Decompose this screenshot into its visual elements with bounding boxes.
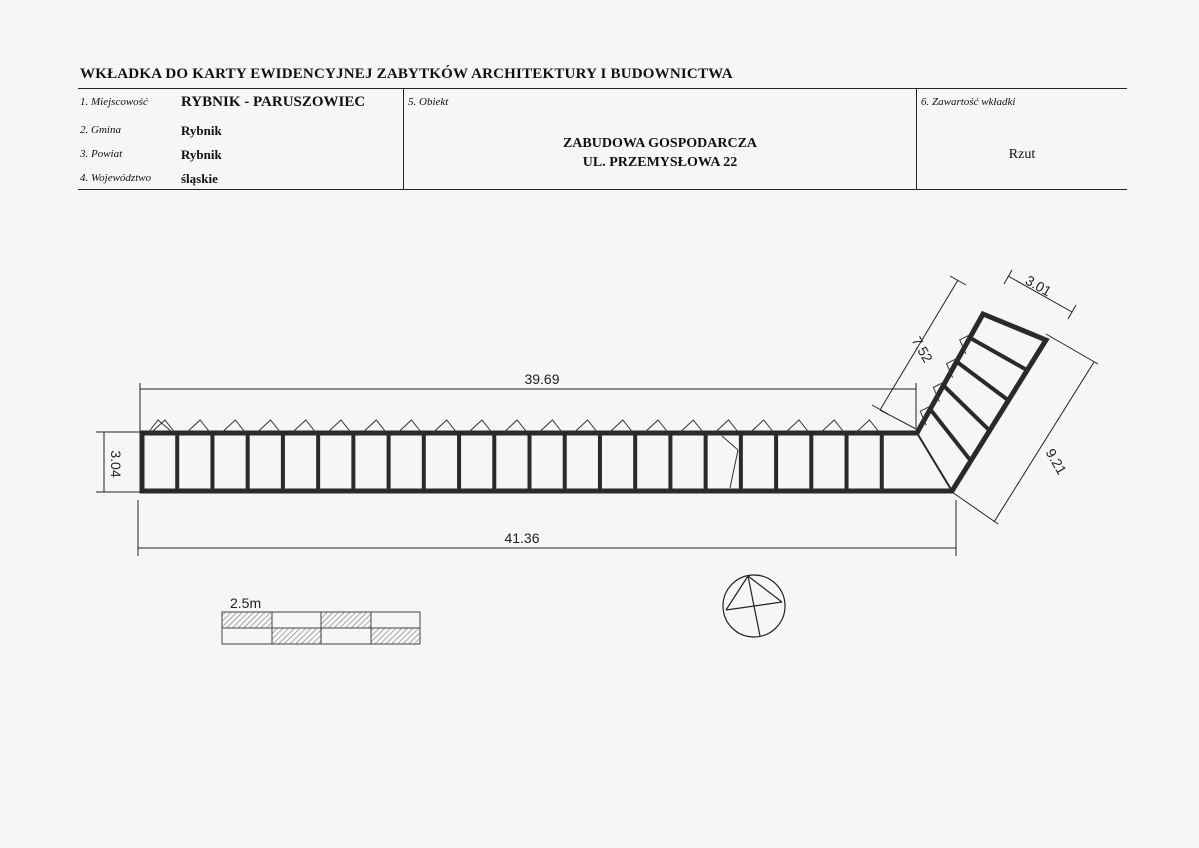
dim-wing-width: 3.01 [1023, 272, 1055, 300]
door-swing-mark [397, 419, 423, 434]
door-swing-mark [361, 419, 387, 434]
door-swing-mark [326, 419, 352, 434]
table-divider [916, 89, 917, 189]
wing-partition [968, 336, 1029, 372]
field-label-powiat: 3. Powiat [80, 148, 123, 160]
dim-top-length: 39.69 [524, 371, 559, 387]
wing-partition [955, 359, 1010, 403]
dim-bottom-length: 41.36 [504, 530, 539, 546]
door-swing-mark [945, 357, 959, 378]
field-label-zawartosc: 6. Zawartość wkładki [921, 96, 1016, 108]
field-label-gmina: 2. Gmina [80, 124, 121, 136]
door-swing-mark [573, 419, 599, 434]
dimension-wing-outer: 9.21 [951, 333, 1099, 525]
door-swing-mark [185, 419, 211, 434]
dimension-wing-width: 3.01 [1003, 269, 1077, 320]
wing-partition [942, 383, 991, 433]
stall-partitions [175, 336, 1029, 492]
door-swing-mark [855, 419, 881, 434]
dimension-top: 39.69 [139, 371, 917, 432]
field-value-wojewodztwo: śląskie [181, 171, 218, 186]
field-label-wojewodztwo: 4. Województwo [80, 172, 152, 184]
card-title: WKŁADKA DO KARTY EWIDENCYJNEJ ZABYTKÓW A… [80, 66, 733, 82]
dimension-bottom: 41.36 [137, 500, 957, 556]
header-table: 1. Miejscowość RYBNIK - PARUSZOWIEC 2. G… [78, 88, 1127, 190]
door-swing-mark [608, 419, 634, 434]
door-swing-mark [714, 419, 740, 434]
dim-wing-outer: 9.21 [1043, 446, 1071, 478]
dimension-width: 3.04 [96, 431, 144, 493]
door-swing-mark [147, 419, 174, 434]
field-value-powiat: Rybnik [181, 147, 222, 162]
door-swing-mark [819, 419, 845, 434]
door-swing-mark [932, 380, 946, 402]
door-swing-mark [502, 419, 528, 434]
door-swing-mark [721, 435, 739, 489]
field-value-miejscowosc: RYBNIK - PARUSZOWIEC [181, 94, 366, 110]
north-arrow-icon [722, 574, 786, 638]
door-swing-mark [432, 419, 458, 434]
door-swing-mark [537, 419, 564, 434]
door-swing-mark [678, 419, 705, 434]
door-swing-mark [749, 419, 775, 434]
dim-width: 3.04 [108, 450, 124, 477]
door-swing-mark [220, 419, 247, 434]
obiekt-name: ZABUDOWA GOSPODARCZA [562, 136, 758, 151]
dim-wing-inner: 7.52 [909, 334, 937, 366]
field-label-miejscowosc: 1. Miejscowość [80, 96, 148, 108]
scale-label: 2.5m [230, 595, 261, 611]
door-swing-mark [256, 419, 282, 434]
field-label-obiekt: 5. Obiekt [408, 96, 449, 108]
door-swing-marks [147, 333, 973, 489]
wing-junction [916, 432, 953, 492]
door-swing-mark [959, 333, 973, 354]
door-swing-mark [467, 419, 493, 434]
door-swing-mark [291, 419, 317, 434]
door-swing-mark [643, 419, 669, 434]
field-value-zawartosc: Rzut [1008, 147, 1036, 162]
door-swing-mark [784, 419, 810, 434]
field-value-gmina: Rybnik [181, 123, 222, 138]
door-swing-mark [919, 404, 933, 426]
dimension-wing-inner: 7.52 [871, 275, 967, 431]
obiekt-address: UL. PRZEMYSŁOWA 22 [582, 155, 738, 170]
door-swing-mark [150, 419, 176, 434]
scale-bar: 2.5m [221, 595, 421, 645]
wing-partition [928, 407, 973, 463]
table-divider [403, 89, 404, 189]
